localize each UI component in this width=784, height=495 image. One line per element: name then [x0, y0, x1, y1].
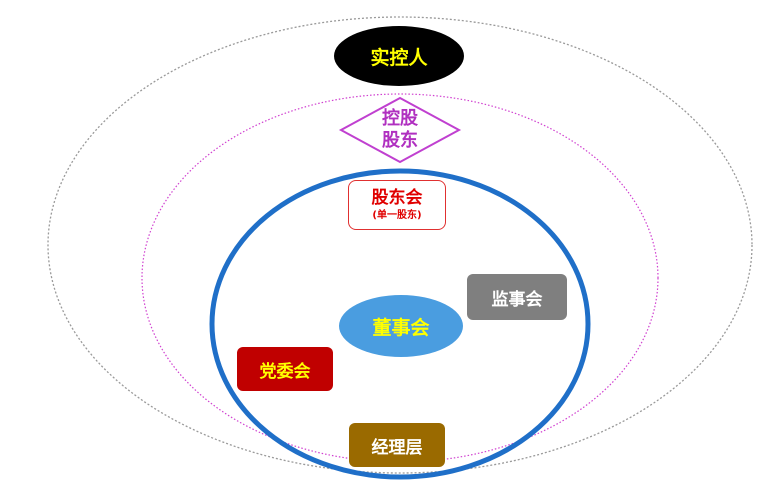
- board-label: 董事会: [372, 316, 430, 339]
- party-committee-label: 党委会: [259, 361, 311, 382]
- controlling-shareholder-diamond: [338, 96, 462, 164]
- controlling-shareholder-node: 控股 股东: [360, 104, 440, 156]
- supervisors-node: 监事会: [467, 274, 567, 320]
- controlling-shareholder-label-line1: 控股: [382, 108, 418, 129]
- middle-dotted-ring: [141, 93, 659, 463]
- shareholders-meeting-note: (单一股东): [372, 210, 422, 221]
- party-committee-node: 党委会: [237, 347, 333, 391]
- controller-node: 实控人: [334, 26, 464, 86]
- supervisors-label: 监事会: [491, 289, 543, 310]
- board-node: 董事会: [339, 295, 463, 357]
- shareholders-meeting-node: 股东会 (单一股东): [348, 180, 446, 230]
- management-label: 经理层: [371, 437, 423, 458]
- management-node: 经理层: [349, 423, 445, 467]
- inner-solid-ring: [209, 168, 591, 480]
- controlling-shareholder-label-line2: 股东: [382, 130, 418, 151]
- outer-dotted-ring: [47, 16, 753, 474]
- shareholders-meeting-label: 股东会: [371, 188, 423, 208]
- controller-label: 实控人: [370, 46, 428, 69]
